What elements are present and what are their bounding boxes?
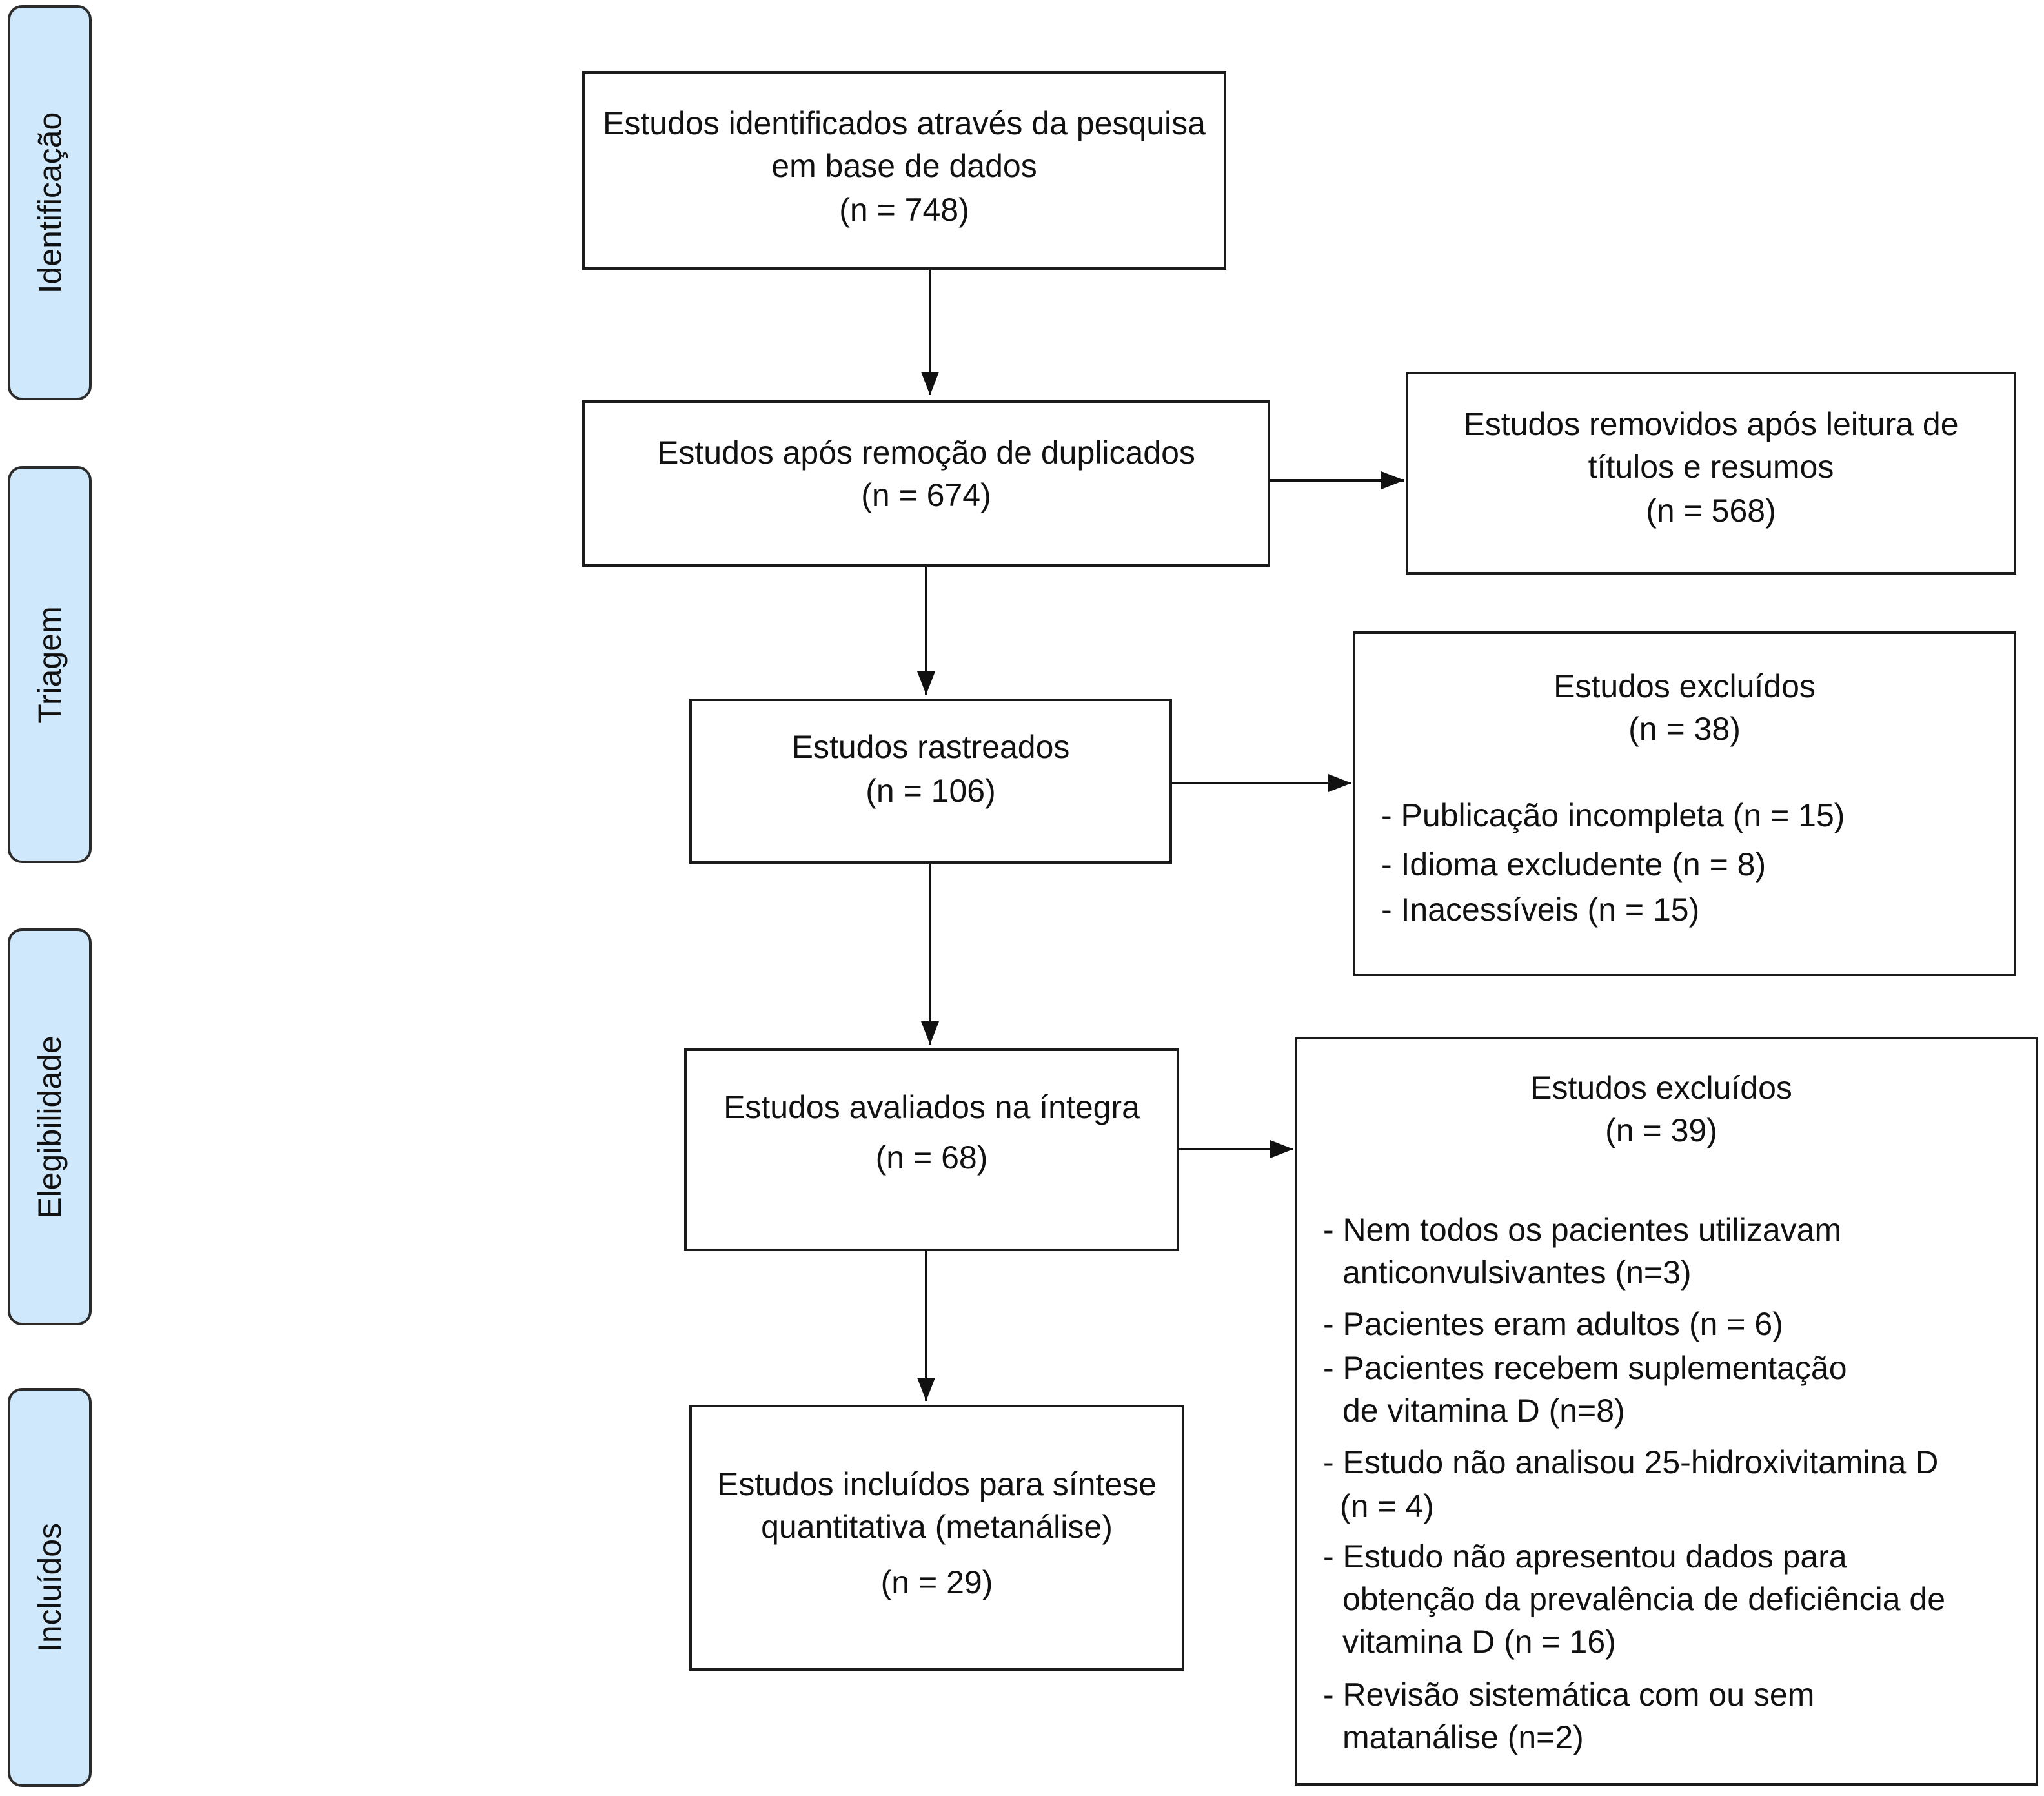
box-removed-titles-line-1: Estudos removidos após leitura de bbox=[1463, 406, 1959, 442]
stage-screening: Triagem bbox=[8, 466, 92, 863]
box-excluded-screening-title: Estudos excluídos bbox=[1553, 668, 1816, 704]
excluded-eligibility-line: de vitamina D (n=8) bbox=[1342, 1393, 1625, 1429]
excluded-eligibility-line: (n = 4) bbox=[1340, 1488, 1434, 1524]
excluded-eligibility-line: anticonvulsivantes (n=3) bbox=[1342, 1254, 1692, 1291]
excluded-screening-item: - Inacessíveis (n = 15) bbox=[1381, 892, 1700, 928]
excluded-eligibility-line: - Pacientes recebem suplementação bbox=[1323, 1350, 1847, 1386]
excluded-screening-item: - Idioma excludente (n = 8) bbox=[1381, 846, 1766, 883]
box-removed-titles-line-2: títulos e resumos bbox=[1588, 449, 1834, 485]
excluded-eligibility-line: - Nem todos os pacientes utilizavam bbox=[1323, 1212, 1842, 1248]
box-full-text: Estudos avaliados na íntegra (n = 68) bbox=[684, 1048, 1179, 1251]
stage-eligibility: Elegibilidade bbox=[8, 928, 92, 1325]
excluded-eligibility-line: - Pacientes eram adultos (n = 6) bbox=[1323, 1306, 1783, 1342]
box-identified-count: (n = 748) bbox=[839, 192, 969, 228]
box-screened-count: (n = 106) bbox=[865, 773, 996, 809]
box-after-duplicates: Estudos após remoção de duplicados (n = … bbox=[582, 400, 1270, 567]
excluded-eligibility-line: matanálise (n=2) bbox=[1342, 1719, 1584, 1755]
excluded-eligibility-line: - Estudo não apresentou dados para bbox=[1323, 1538, 1847, 1575]
box-excluded-eligibility-count: (n = 39) bbox=[1605, 1112, 1717, 1148]
box-after-duplicates-line-1: Estudos após remoção de duplicados bbox=[657, 434, 1195, 471]
box-screened-line-1: Estudos rastreados bbox=[791, 729, 1070, 765]
box-included-count: (n = 29) bbox=[880, 1564, 993, 1600]
box-full-text-count: (n = 68) bbox=[875, 1139, 988, 1176]
excluded-eligibility-line: - Estudo não analisou 25-hidroxivitamina… bbox=[1323, 1444, 1939, 1480]
excluded-eligibility-line: vitamina D (n = 16) bbox=[1342, 1624, 1616, 1660]
stage-included: Incluídos bbox=[8, 1388, 92, 1787]
excluded-eligibility-line: obtenção da prevalência de deficiência d… bbox=[1342, 1581, 1946, 1617]
box-screened: Estudos rastreados (n = 106) bbox=[689, 699, 1172, 864]
box-included-line-1: Estudos incluídos para síntese bbox=[717, 1466, 1157, 1502]
box-removed-titles: Estudos removidos após leitura de título… bbox=[1406, 372, 2016, 575]
excluded-eligibility-line: - Revisão sistemática com ou sem bbox=[1323, 1677, 1815, 1713]
box-removed-titles-count: (n = 568) bbox=[1646, 493, 1776, 529]
stage-identification: Identificação bbox=[8, 5, 92, 400]
box-identified-line-1: Estudos identificados através da pesquis… bbox=[603, 105, 1206, 141]
box-excluded-screening: Estudos excluídos (n = 38) - Publicação … bbox=[1353, 631, 2016, 976]
box-included-line-2: quantitativa (metanálise) bbox=[761, 1509, 1113, 1545]
excluded-screening-item: - Publicação incompleta (n = 15) bbox=[1381, 797, 1845, 833]
box-excluded-screening-count: (n = 38) bbox=[1628, 711, 1741, 747]
box-after-duplicates-count: (n = 674) bbox=[861, 477, 991, 513]
box-identified: Estudos identificados através da pesquis… bbox=[582, 71, 1226, 270]
box-full-text-line-1: Estudos avaliados na íntegra bbox=[723, 1089, 1140, 1125]
box-excluded-eligibility-title: Estudos excluídos bbox=[1530, 1070, 1792, 1106]
box-identified-line-2: em base de dados bbox=[771, 148, 1037, 184]
box-excluded-eligibility: Estudos excluídos (n = 39) - Nem todos o… bbox=[1295, 1037, 2038, 1786]
box-included: Estudos incluídos para síntese quantitat… bbox=[689, 1405, 1184, 1671]
